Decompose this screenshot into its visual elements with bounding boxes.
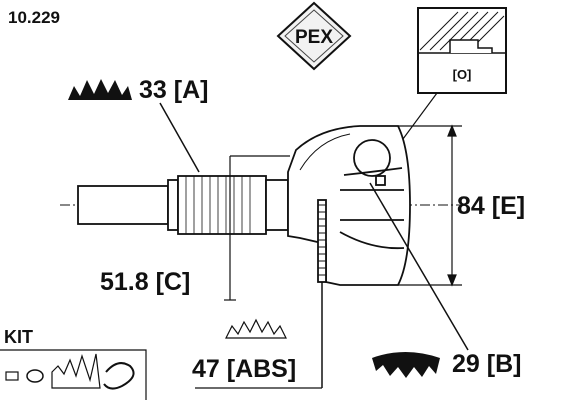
detail-label: [O]: [453, 67, 472, 82]
dimension-c: [224, 155, 290, 301]
inner-teeth-leader: [369, 182, 469, 351]
kit-nut-icon: [5, 371, 19, 381]
abs-teeth-label: 47 [ABS]: [192, 355, 296, 383]
pex-logo: PEX: [276, 1, 352, 71]
cv-joint-body: [77, 125, 411, 286]
kit-box: KIT: [0, 327, 147, 400]
outer-teeth-leader: [159, 102, 200, 173]
inner-teeth-icon: [372, 352, 440, 378]
abs-teeth-icon: [225, 318, 287, 339]
outer-teeth-icon: [68, 79, 132, 100]
kit-clamp-icon: [26, 369, 44, 383]
kit-label: KIT: [4, 327, 33, 347]
diameter-e-label: 84 [E]: [457, 192, 525, 220]
brand-logo-text: PEX: [295, 27, 333, 48]
detail-box: [O]: [382, 7, 507, 167]
kit-boot-icon: [51, 353, 101, 389]
diameter-c-label: 51.8 [C]: [100, 268, 190, 296]
inner-teeth-label: 29 [B]: [452, 350, 521, 378]
outer-teeth-label: 33 [A]: [139, 76, 208, 104]
part-number: 10.229: [8, 8, 60, 27]
kit-strap-icon: [103, 362, 135, 390]
